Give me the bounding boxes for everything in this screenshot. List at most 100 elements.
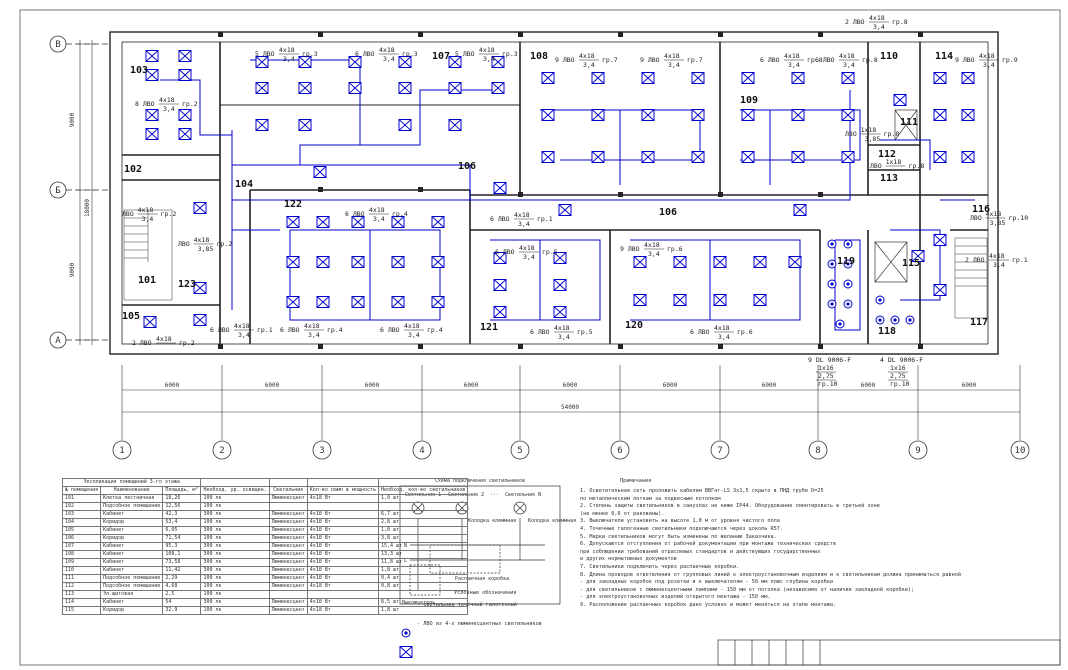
- table-cell: 108,1: [162, 550, 202, 559]
- table-cell: 100 лк: [200, 502, 270, 511]
- svg-text:9 ЛВО: 9 ЛВО: [555, 56, 575, 64]
- svg-text:гр.3: гр.3: [402, 50, 418, 58]
- svg-text:4x18: 4x18: [644, 241, 660, 249]
- svg-text:гр.6: гр.6: [737, 328, 753, 336]
- note-item: 9. Расположение распаечных коробок дано …: [580, 602, 837, 608]
- note-item: при соблюдении требований отраслевых ста…: [580, 548, 821, 555]
- table-cell: 4х18 Вт: [306, 494, 380, 503]
- table-cell: 6,7 шт: [378, 510, 469, 519]
- svg-text:3,4: 3,4: [523, 253, 535, 261]
- table-cell: 3,8 шт: [378, 534, 469, 543]
- svg-text:гр.10: гр.10: [1009, 214, 1029, 222]
- svg-text:3,4: 3,4: [983, 61, 995, 69]
- table-cell: 1,0 шт: [378, 526, 469, 535]
- table-cell: 15,4 шт: [378, 542, 469, 551]
- svg-text:3,4: 3,4: [648, 250, 660, 258]
- table-cell: Кабинет: [100, 510, 164, 519]
- table-cell: Люминесцент: [268, 582, 308, 591]
- svg-text:гр.4: гр.4: [327, 326, 343, 334]
- legend-lamp-icon: [399, 646, 413, 658]
- svg-text:6 ЛВО: 6 ЛВО: [280, 326, 300, 334]
- table-cell: [268, 502, 308, 511]
- svg-text:гр.4: гр.4: [427, 326, 443, 334]
- room-number: 112: [878, 149, 896, 160]
- svg-text:6000: 6000: [762, 382, 777, 389]
- room-number: 108: [530, 51, 548, 62]
- svg-text:9 ЛВО: 9 ЛВО: [640, 56, 660, 64]
- svg-text:гр.3: гр.3: [502, 50, 518, 58]
- table-cell: 18,26: [162, 494, 202, 503]
- svg-text:3,4: 3,4: [163, 105, 175, 113]
- svg-text:4x18: 4x18: [156, 335, 172, 343]
- table-cell: 54: [162, 598, 202, 607]
- room-number: 107: [432, 51, 450, 62]
- table-cell: 1,8 шт: [378, 606, 469, 615]
- svg-text:6000: 6000: [464, 382, 479, 389]
- room-number: 120: [625, 320, 643, 331]
- table-cell: Люминесцент: [268, 606, 308, 615]
- svg-text:3,4: 3,4: [718, 333, 730, 341]
- svg-text:4x18: 4x18: [784, 52, 800, 60]
- svg-text:6 ЛВО: 6 ЛВО: [530, 328, 550, 336]
- table-cell: 109: [61, 558, 102, 567]
- svg-text:3,4: 3,4: [483, 55, 495, 63]
- svg-text:3,4: 3,4: [788, 61, 800, 69]
- svg-text:4x18: 4x18: [519, 244, 535, 252]
- svg-text:3,4: 3,4: [843, 61, 855, 69]
- svg-text:Распаечная коробка: Распаечная коробка: [455, 575, 509, 582]
- room-number: 118: [878, 326, 896, 337]
- table-cell: 1,0 шт: [378, 494, 469, 503]
- svg-text:гр.2: гр.2: [182, 100, 198, 108]
- svg-text:4x18: 4x18: [514, 211, 530, 219]
- table-title: Экспликация помещений 3-го этажа: [61, 478, 202, 487]
- svg-text:8: 8: [815, 446, 820, 456]
- table-cell: 114: [61, 598, 102, 607]
- svg-text:6000: 6000: [365, 382, 380, 389]
- table-cell: Кабинет: [100, 550, 164, 559]
- table-cell: 300 лк: [200, 558, 270, 567]
- svg-text:ЛВО: ЛВО: [178, 240, 190, 248]
- svg-text:4x18: 4x18: [279, 46, 295, 54]
- legend-item-spot: - светильник точечный галогенный: [417, 602, 517, 608]
- table-cell: 101: [61, 494, 102, 503]
- svg-text:гр.10: гр.10: [890, 380, 910, 388]
- svg-text:8 ЛВО: 8 ЛВО: [135, 100, 155, 108]
- table-header-cell: Необход. кол-во светильников: [378, 486, 469, 495]
- table-cell: 108: [61, 550, 102, 559]
- table-cell: 106: [61, 534, 102, 543]
- svg-text:3,4: 3,4: [583, 61, 595, 69]
- svg-text:4: 4: [419, 446, 424, 456]
- table-cell: 0,4 шт: [378, 574, 469, 583]
- table-header-cell: Необход. ур. освещен.: [200, 486, 270, 495]
- svg-text:3,4: 3,4: [993, 261, 1005, 269]
- table-cell: 100 лк: [200, 590, 270, 599]
- title-block: [717, 639, 1061, 666]
- room-number: 109: [740, 95, 758, 106]
- table-cell: 42,3: [162, 510, 202, 519]
- svg-text:4x18: 4x18: [479, 46, 495, 54]
- table-header-cell: № помещения: [61, 486, 102, 495]
- table-cell: 73,58: [162, 558, 202, 567]
- room-number: 104: [235, 179, 253, 190]
- svg-text:1x18: 1x18: [861, 126, 877, 134]
- svg-text:3,85: 3,85: [990, 219, 1006, 227]
- table-cell: Коридор: [100, 534, 164, 543]
- svg-text:4x18: 4x18: [194, 236, 210, 244]
- room-number: 113: [880, 173, 898, 184]
- svg-text:6000: 6000: [563, 382, 578, 389]
- table-cell: 4х18 Вт: [306, 582, 380, 591]
- room-number: 119: [837, 256, 855, 267]
